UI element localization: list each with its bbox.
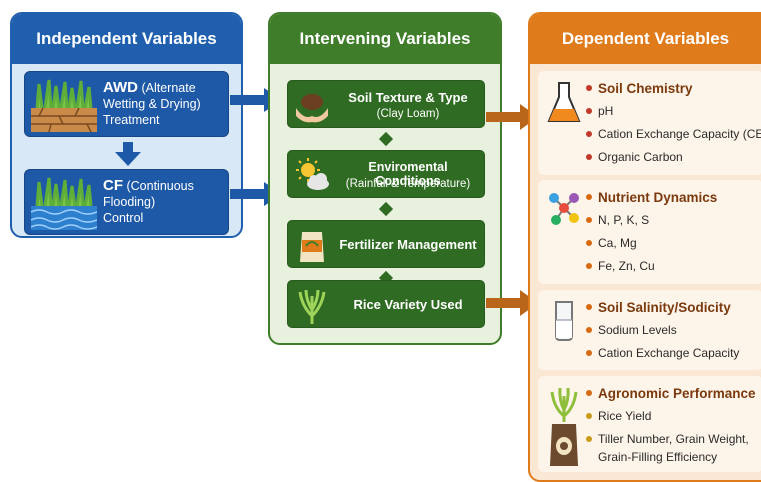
down-arrow-icon bbox=[115, 142, 141, 166]
rice-sack-icon bbox=[550, 387, 578, 466]
cracked-soil-grass-icon bbox=[31, 79, 97, 132]
cf-card: CF (Continuous Flooding) Control bbox=[24, 169, 229, 235]
rice-variety-label: Rice Variety Used bbox=[353, 297, 463, 312]
soil-salinity-group: Soil Salinity/Sodicity Sodium Levels Cat… bbox=[538, 290, 761, 370]
environmental-conditions-label: Enviromental Conditions bbox=[368, 160, 448, 188]
list-item: Tiller Number, Grain Weight, bbox=[586, 432, 749, 446]
rice-plant-icon bbox=[298, 289, 326, 324]
list-item: Sodium Levels bbox=[586, 323, 677, 337]
awd-card: AWD (Alternate Wetting & Drying) Treatme… bbox=[24, 71, 229, 137]
soil-texture-label: Soil Texture & Type bbox=[348, 90, 468, 105]
flask-icon bbox=[547, 82, 581, 122]
list-item: Organic Carbon bbox=[586, 150, 683, 164]
cf-label: CF bbox=[103, 177, 123, 194]
environmental-conditions-sub: (Rainfall & Temperature) bbox=[345, 178, 471, 190]
intervening-variables-panel: Intervening Variables Soil Texture & Typ… bbox=[268, 12, 502, 345]
intervening-title: Intervening Variables bbox=[270, 14, 500, 64]
environmental-conditions-card: Enviromental Conditions (Rainfall & Temp… bbox=[287, 150, 485, 198]
salt-beaker-icon bbox=[555, 301, 573, 341]
nutrient-dynamics-group: Nutrient Dynamics N, P, K, S Ca, Mg Fe, … bbox=[538, 180, 761, 284]
agronomic-performance-heading: Agronomic Performance bbox=[586, 386, 756, 401]
awd-detail1: (Alternate bbox=[141, 81, 196, 95]
connector-diamond bbox=[378, 201, 394, 217]
fertilizer-bag-icon bbox=[300, 232, 324, 262]
rice-variety-card: Rice Variety Used bbox=[287, 280, 485, 328]
awd-text: AWD (Alternate Wetting & Drying) Treatme… bbox=[103, 80, 224, 128]
soil-texture-card: Soil Texture & Type (Clay Loam) bbox=[287, 80, 485, 128]
rice-to-salinity-arrow-icon bbox=[486, 290, 538, 316]
awd-label: AWD bbox=[103, 79, 138, 96]
cf-text: CF (Continuous Flooding) Control bbox=[103, 178, 224, 226]
list-item: Fe, Zn, Cu bbox=[586, 259, 655, 273]
hands-soil-icon bbox=[296, 94, 328, 123]
molecule-icon bbox=[549, 193, 579, 225]
flooded-field-grass-icon bbox=[31, 177, 97, 230]
soil-to-chemistry-arrow-icon bbox=[486, 104, 538, 130]
list-item: Ca, Mg bbox=[586, 236, 637, 250]
cf-role: Control bbox=[103, 211, 144, 225]
awd-detail2: Wetting & Drying) bbox=[103, 97, 201, 111]
cf-detail1: (Continuous bbox=[126, 179, 194, 193]
list-item: Cation Exchange Capacity (CEC) bbox=[586, 127, 761, 141]
list-item: Cation Exchange Capacity bbox=[586, 346, 739, 360]
agronomic-performance-group: Agronomic Performance Rice Yield Tiller … bbox=[538, 376, 761, 472]
soil-chemistry-heading: Soil Chemistry bbox=[586, 81, 693, 96]
fertilizer-management-label: Fertilizer Management bbox=[339, 237, 477, 252]
list-item: N, P, K, S bbox=[586, 213, 649, 227]
connector-diamond bbox=[378, 131, 394, 147]
cf-detail2: Flooding) bbox=[103, 195, 156, 209]
dependent-title: Dependent Variables bbox=[530, 14, 761, 64]
sun-cloud-icon bbox=[296, 158, 329, 190]
dependent-variables-panel: Dependent Variables Soil Chemistry pH Ca… bbox=[528, 12, 761, 482]
soil-texture-sub: (Clay Loam) bbox=[376, 108, 440, 120]
nutrient-dynamics-heading: Nutrient Dynamics bbox=[586, 190, 717, 205]
list-item: Grain-Filling Efficiency bbox=[598, 450, 718, 464]
independent-title: Independent Variables bbox=[12, 14, 241, 64]
independent-variables-panel: Independent Variables AWD (Alternate Wet… bbox=[10, 12, 243, 238]
list-item: pH bbox=[586, 104, 613, 118]
awd-role: Treatment bbox=[103, 113, 160, 127]
list-item: Rice Yield bbox=[586, 409, 651, 423]
soil-salinity-heading: Soil Salinity/Sodicity bbox=[586, 300, 731, 315]
fertilizer-management-card: Fertilizer Management bbox=[287, 220, 485, 268]
soil-chemistry-group: Soil Chemistry pH Cation Exchange Capaci… bbox=[538, 71, 761, 175]
